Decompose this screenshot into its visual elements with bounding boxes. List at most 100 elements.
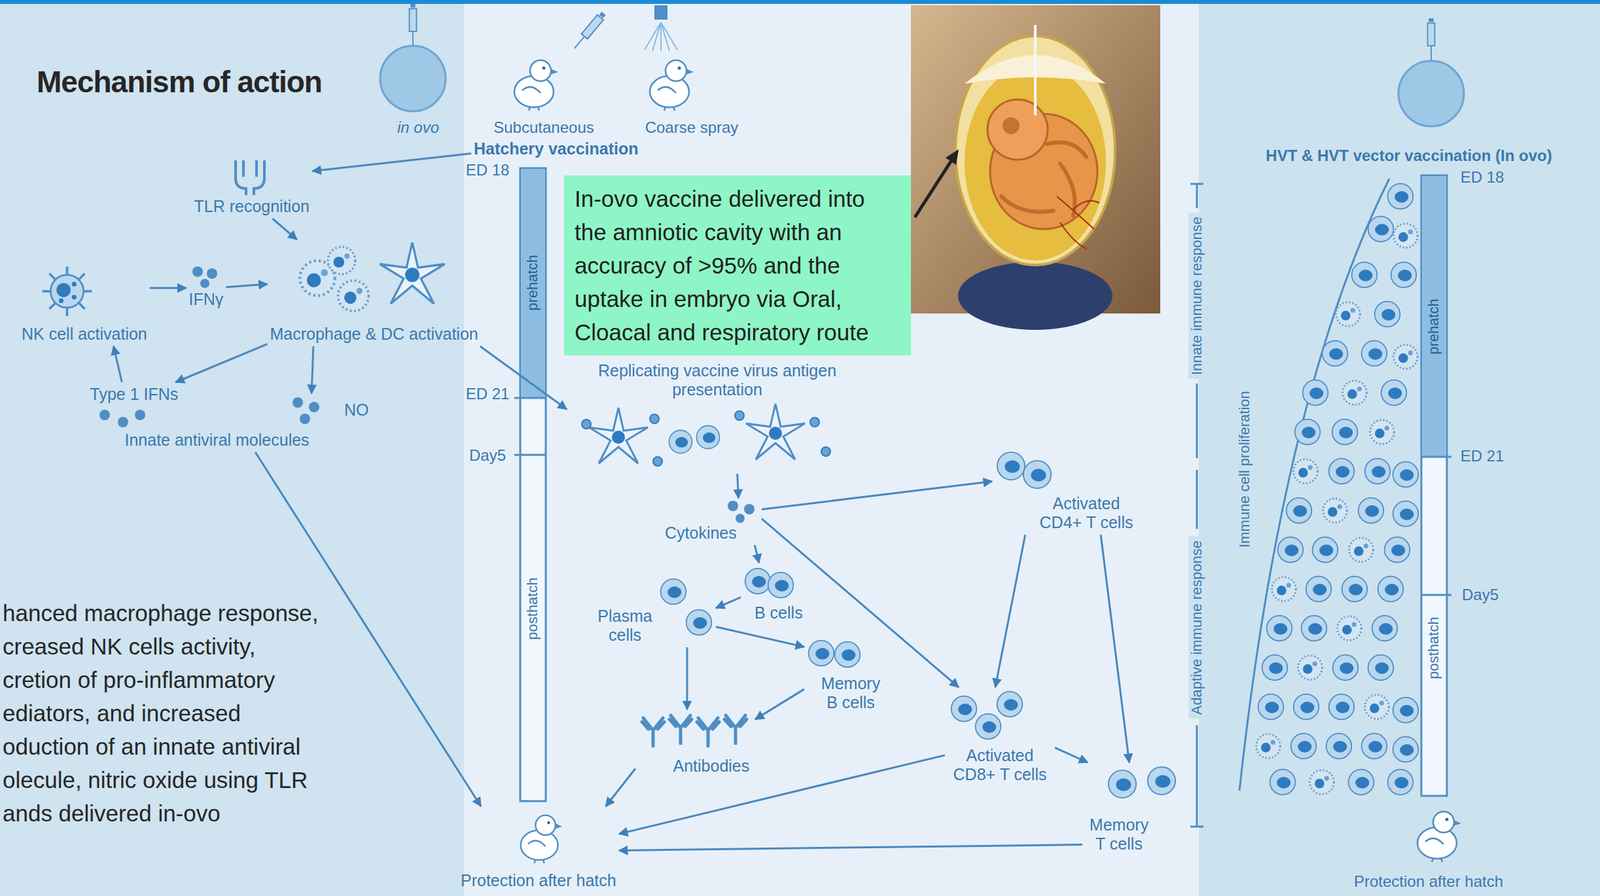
node-label: Antibodies bbox=[673, 756, 750, 776]
immune-node: Activated CD8+ T cells bbox=[944, 687, 1055, 787]
immune-node: Cytokines bbox=[662, 497, 762, 546]
t-cell-icon bbox=[975, 713, 1002, 740]
cell-icon bbox=[1301, 615, 1328, 642]
immune-node: Replicating vaccine virus antigen presen… bbox=[566, 358, 864, 474]
antibody-icon bbox=[641, 717, 665, 747]
memory-cell-icon bbox=[808, 640, 835, 667]
arrow-connector bbox=[226, 284, 268, 288]
virus-particle bbox=[810, 417, 820, 427]
b-cell-icon bbox=[768, 572, 794, 599]
molecule-dot bbox=[192, 266, 203, 277]
apc-icon bbox=[746, 403, 805, 460]
cell-icon bbox=[1374, 301, 1401, 328]
innate-icons bbox=[42, 160, 445, 428]
cell-icon bbox=[1258, 694, 1284, 720]
cell-icon bbox=[1322, 340, 1349, 367]
arrow-connector bbox=[619, 844, 1083, 851]
chick-icon bbox=[520, 815, 563, 864]
molecule-dot bbox=[744, 503, 755, 515]
cell-icon bbox=[1381, 380, 1407, 406]
node-label: Plasma cells bbox=[592, 606, 658, 645]
arrow-connector bbox=[995, 534, 1026, 688]
antibody-icon bbox=[696, 717, 720, 747]
node-label: Type 1 IFNs bbox=[90, 384, 179, 404]
molecule-dot bbox=[308, 401, 320, 413]
tlr-icon bbox=[235, 160, 265, 196]
prehatch-fill bbox=[521, 169, 546, 398]
node-label: Activated CD4+ T cells bbox=[1033, 494, 1139, 533]
cell-icon bbox=[1365, 694, 1390, 720]
virus-particle bbox=[649, 414, 659, 424]
cell-icon bbox=[1361, 340, 1388, 367]
cell-icon bbox=[1393, 697, 1419, 724]
immune-node: Type 1 IFNs bbox=[87, 382, 182, 432]
diagram-label: ED 18 bbox=[1460, 168, 1505, 187]
leader-arrowhead bbox=[945, 149, 959, 165]
adaptive-icons bbox=[520, 403, 1176, 864]
molecule-dot bbox=[99, 409, 110, 421]
immune-node: Macrophage & DC activation bbox=[267, 239, 482, 347]
diagram-label: ED 18 bbox=[465, 160, 510, 180]
cell-icon bbox=[1293, 694, 1320, 720]
tick bbox=[514, 454, 546, 457]
embryo-eye bbox=[1002, 117, 1020, 135]
node-label: Innate antiviral molecules bbox=[124, 430, 310, 450]
bracket-line bbox=[1196, 725, 1199, 827]
chick-icon bbox=[514, 60, 559, 111]
cell-icon bbox=[1270, 769, 1296, 796]
cell-icon bbox=[1393, 462, 1419, 488]
node-label: Memory B cells bbox=[816, 674, 885, 712]
cell-icon bbox=[1342, 576, 1368, 603]
cell-icon bbox=[1302, 380, 1329, 406]
cell-icon bbox=[1336, 302, 1361, 327]
molecule-dot bbox=[200, 278, 210, 288]
molecule-dot bbox=[292, 397, 303, 408]
cell-icon bbox=[1329, 694, 1355, 720]
timeline-bar bbox=[1421, 175, 1447, 796]
molecule-dot bbox=[299, 413, 311, 425]
virus-particle bbox=[821, 446, 831, 457]
diagram-label: ED 21 bbox=[1460, 446, 1505, 466]
cell-icon bbox=[1278, 537, 1304, 563]
immune-node: Hatchery vaccination bbox=[471, 136, 642, 161]
arrow-connector bbox=[605, 768, 636, 807]
prehatch-fill bbox=[1422, 176, 1447, 457]
diagram-title: Mechanism of action bbox=[36, 62, 322, 101]
cell-icon bbox=[1361, 733, 1388, 760]
cell-icon bbox=[1387, 769, 1414, 796]
diagram-label: Day5 bbox=[469, 446, 506, 465]
immune-node: NK cell activation bbox=[18, 259, 150, 347]
cell-icon bbox=[1293, 459, 1318, 484]
cell-icon bbox=[1262, 655, 1288, 681]
node-label: B cells bbox=[754, 603, 803, 623]
cell-icon bbox=[1393, 736, 1419, 763]
timeline-right bbox=[1421, 175, 1452, 796]
nk-cell-icon bbox=[42, 266, 93, 317]
cell-icon bbox=[1256, 734, 1281, 759]
macrophage-icon bbox=[327, 246, 356, 275]
immune-node: Memory B cells bbox=[804, 636, 888, 715]
arrow-connector bbox=[754, 545, 760, 563]
diagram-label: Subcutaneous bbox=[493, 118, 594, 137]
immune-node: TLR recognition bbox=[191, 154, 313, 219]
virus-particle bbox=[581, 419, 591, 429]
plasma-cell-icon bbox=[686, 609, 712, 636]
diagram-label: Coarse spray bbox=[645, 118, 739, 137]
t-cell-icon bbox=[997, 452, 1025, 480]
bracket-line bbox=[1190, 183, 1204, 186]
bracket-line bbox=[1196, 183, 1199, 209]
cell-icon bbox=[1378, 576, 1404, 603]
tick bbox=[514, 397, 546, 400]
cell-icon bbox=[1323, 498, 1348, 523]
chick-icon bbox=[649, 60, 694, 111]
tick bbox=[1421, 456, 1452, 459]
dendritic-cell-icon bbox=[380, 242, 445, 305]
diagram-label: Immune cell proliferation bbox=[1236, 390, 1254, 548]
immune-node: Plasma cells bbox=[589, 574, 716, 648]
diagram-label: in ovo bbox=[397, 118, 440, 137]
plasma-cell-icon bbox=[660, 579, 687, 605]
virus-particle bbox=[734, 410, 745, 421]
cell-icon bbox=[1295, 419, 1321, 445]
cell-icon bbox=[1387, 183, 1414, 210]
cell-icon bbox=[1349, 537, 1374, 563]
